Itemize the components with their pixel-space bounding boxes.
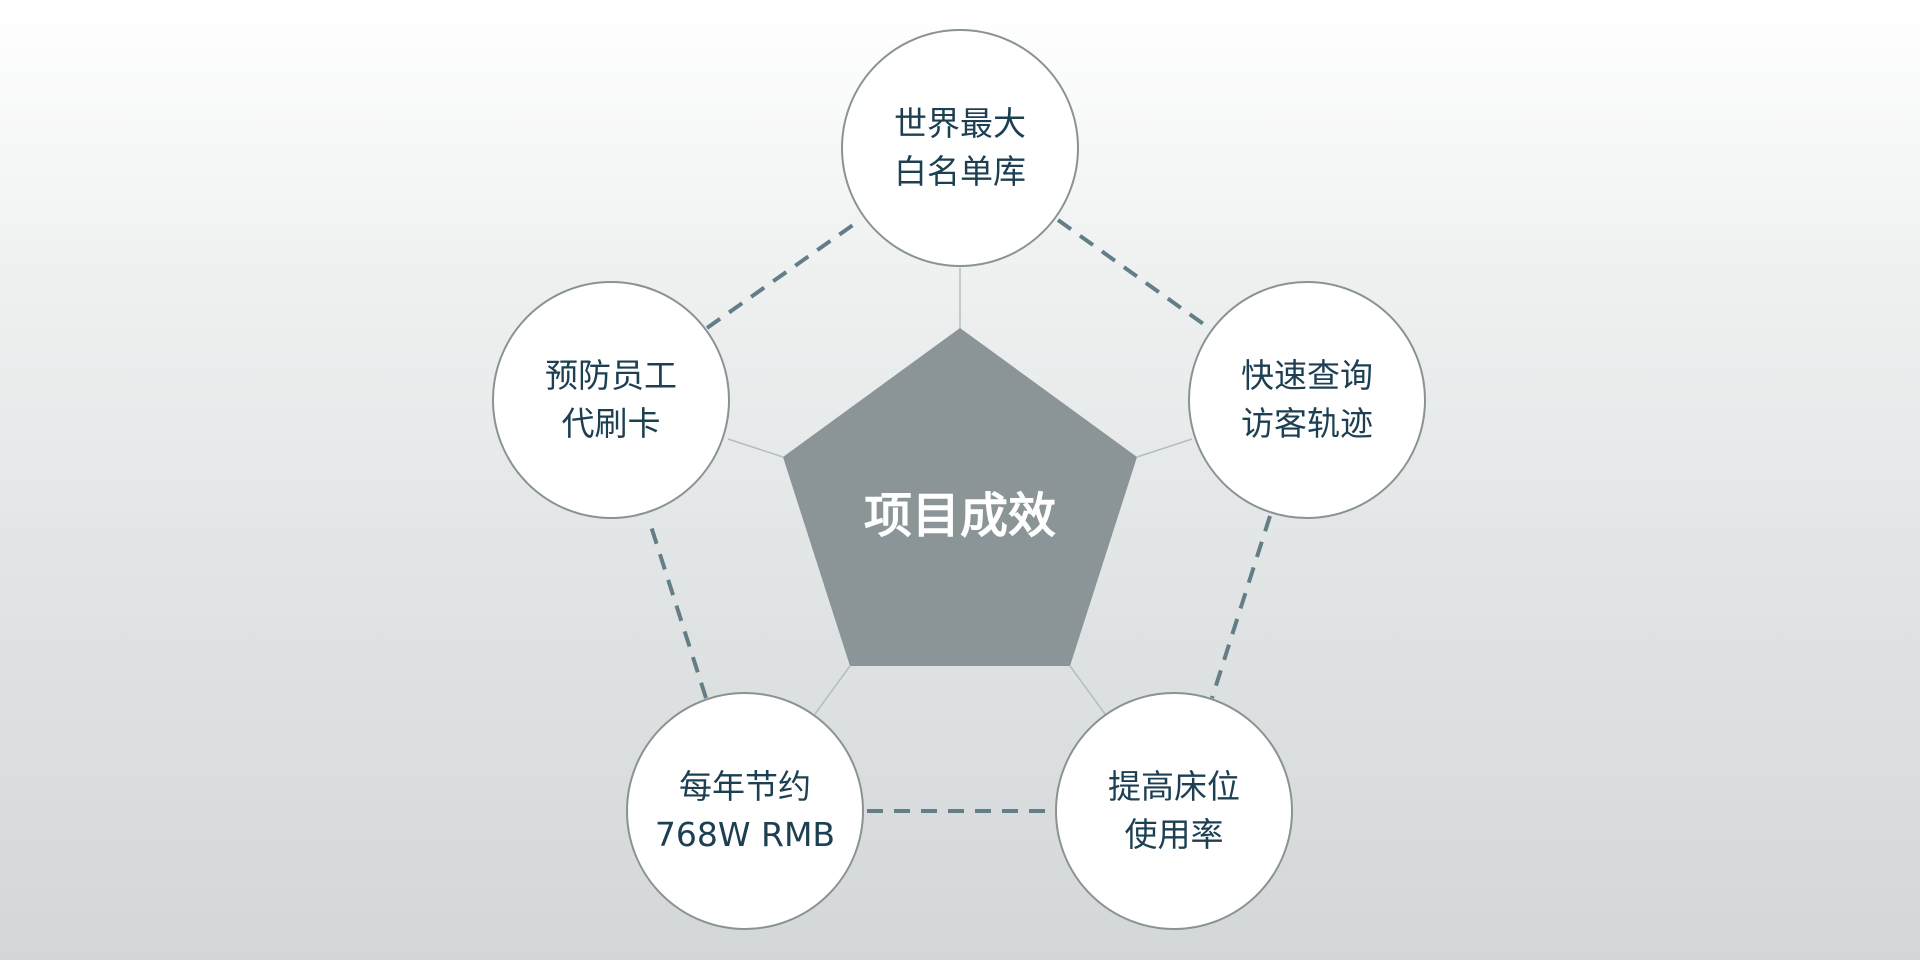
node-circle [492,281,730,519]
node-left: 预防员工 代刷卡 [492,281,730,519]
connector-bottomleft-left [647,519,708,699]
spoke-bottomright [1069,665,1106,715]
node-label-line1: 每年节约 [679,767,811,806]
spoke-right-real [1136,438,1193,458]
node-label-line1: 提高床位 [1108,767,1240,806]
node-circle [626,692,864,930]
node-label-line2: 使用率 [1125,815,1224,854]
node-label-line1: 世界最大 [894,104,1026,143]
node-bottom-left: 每年节约 768W RMB [626,692,864,930]
connector-right-bottomright [1210,515,1272,699]
node-label-line1: 预防员工 [545,356,677,395]
spoke-bottomleft [814,665,851,715]
node-label-line2: 访客轨迹 [1241,404,1373,443]
node-circle [1055,692,1293,930]
node-bottom-right: 提高床位 使用率 [1055,692,1293,930]
connector-top-right [1056,218,1211,330]
node-label-line1: 快速查询 [1241,356,1373,395]
center-label: 项目成效 [864,488,1056,544]
node-right: 快速查询 访客轨迹 [1188,281,1426,519]
connector-left-top [705,218,862,330]
node-label-line2: 代刷卡 [562,404,661,443]
dashed-connectors [647,218,1272,813]
node-label-line2: 白名单库 [894,152,1026,191]
node-circle [1188,281,1426,519]
spoke-left [727,438,784,458]
center-pentagon [783,328,1137,666]
node-top: 世界最大 白名单库 [841,29,1079,267]
node-label-line2: 768W RMB [655,815,835,854]
node-circle [841,29,1079,267]
